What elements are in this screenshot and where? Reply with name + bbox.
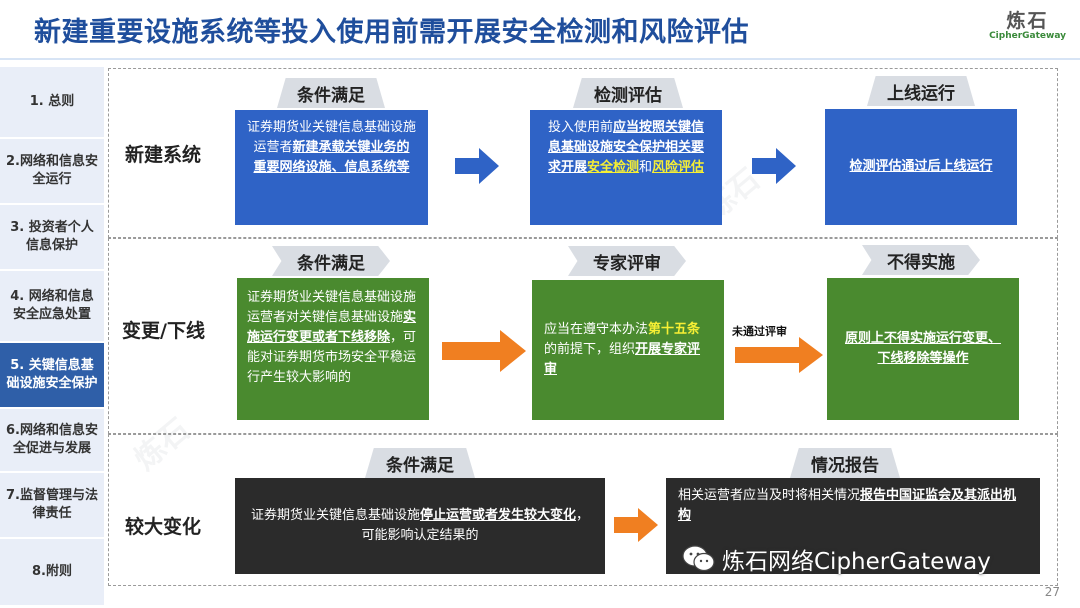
text-highlight: 风险评估 (652, 160, 705, 175)
logo-en: CipherGateway (989, 31, 1066, 41)
text: 的前提下，组织 (544, 342, 636, 357)
sidebar-item-incident-response[interactable]: 4. 网络和信息安全应急处置 (0, 271, 104, 343)
section-change-decommission (108, 238, 1058, 434)
major-change-condition-box: 证券期货业关键信息基础设施停止运营或者发生较大变化，可能影响认定结果的 (235, 478, 605, 574)
arrow-right-icon (614, 508, 658, 542)
text-group: 应当在遵守本办法第十五条的前提下，组织开展专家评审 (544, 320, 712, 380)
text: 和 (639, 160, 653, 175)
new-system-assessment-box: 投入使用前应当按照关键信息基础设施安全保护相关要求开展安全检测和风险评估 (530, 110, 722, 225)
row-label-new-system: 新建系统 (125, 144, 202, 166)
text-emphasis: 应当按照关键信息基础设施安全保护相关要求开展 (547, 120, 705, 175)
text: 相关运营者应当及时将相关情况 (678, 488, 861, 503)
text-emphasis: 检测评估通过后上线运行 (849, 159, 993, 174)
text-highlight: 安全检测 (586, 160, 639, 175)
text-group: 证券期货业关键信息基础设施停止运营或者发生较大变化，可能影响认定结果的 (247, 506, 593, 546)
section-major-change (108, 434, 1058, 586)
wechat-caption: 炼石网络CipherGateway (722, 549, 991, 575)
text: 应当在遵守本办法 (544, 322, 649, 337)
new-system-condition-box: 证券期货业关键信息基础设施运营者新建承载关键业务的重要网络设施、信息系统等 (235, 110, 428, 225)
text: 等 (396, 160, 410, 175)
tag-expert-review: 专家评审 (568, 246, 686, 276)
arrow-right-icon (752, 148, 796, 184)
text-emphasis: 实施运行变更或者下线移除 (247, 310, 417, 345)
tag-not-allowed: 不得实施 (862, 245, 980, 275)
arrow-label-review-failed: 未通过评审 (732, 325, 787, 338)
row-label-major-change: 较大变化 (125, 516, 202, 538)
change-outcome-box: 原则上不得实施运行变更、下线移除等操作 (827, 278, 1019, 420)
tag-conditions-met: 条件满足 (277, 78, 385, 108)
text-emphasis: 报告中国证监会及其派出机构 (678, 488, 1017, 523)
tag-report: 情况报告 (790, 448, 900, 478)
sidebar-item-network-security-operation[interactable]: 2.网络和信息安全运行 (0, 139, 104, 205)
tag-conditions-met: 条件满足 (272, 246, 390, 276)
row-label-change: 变更/下线 (122, 320, 205, 342)
title-divider (0, 58, 1080, 60)
text: 证券期货业关键信息基础设施运营者对关键信息基础设施 (247, 290, 417, 325)
sidebar-item-supervision-liability[interactable]: 7.监督管理与法律责任 (0, 473, 104, 539)
sidebar-item-investor-privacy[interactable]: 3. 投资者个人信息保护 (0, 205, 104, 271)
brand-logo: 炼石 CipherGateway (989, 6, 1066, 41)
wechat-watermark: 炼石网络CipherGateway (682, 542, 991, 576)
text: 证券期货业关键信息基础设施运营者 (247, 120, 417, 155)
text-emphasis: 停止运营或者发生较大变化 (419, 508, 576, 523)
page-number: 27 (1044, 585, 1060, 599)
sidebar-item-promotion-development[interactable]: 6.网络和信息安全促进与发展 (0, 409, 104, 473)
text: ，可能对证券期货市场安全平稳运行产生较大影响的 (247, 330, 417, 385)
text-emphasis: 原则上不得实施运行变更、下线移除等操作 (844, 331, 1001, 366)
text-emphasis: 新建承载关键业务的重要网络设施、信息系统 (253, 140, 410, 175)
text: 投入使用前 (547, 120, 613, 135)
sidebar-item-general[interactable]: 1. 总则 (0, 67, 104, 139)
sidebar-item-appendix[interactable]: 8.附则 (0, 539, 104, 607)
section-new-system (108, 68, 1058, 238)
arrow-right-icon (455, 148, 499, 184)
arrow-right-icon (735, 337, 823, 373)
text-emphasis: 开展专家评审 (544, 342, 701, 377)
logo-cn: 炼石 (1006, 10, 1049, 32)
text-highlight: 第十五条 (648, 322, 701, 337)
change-condition-box: 证券期货业关键信息基础设施运营者对关键信息基础设施实施运行变更或者下线移除，可能… (237, 278, 429, 420)
wechat-icon (682, 545, 715, 572)
major-change-report-box: 相关运营者应当及时将相关情况报告中国证监会及其派出机构 (666, 478, 1040, 574)
tag-go-live: 上线运行 (867, 76, 975, 106)
sidebar-nav: 1. 总则 2.网络和信息安全运行 3. 投资者个人信息保护 4. 网络和信息安… (0, 67, 104, 607)
sidebar-item-critical-infrastructure[interactable]: 5. 关键信息基础设施安全保护 (0, 343, 104, 409)
tag-conditions-met: 条件满足 (365, 448, 475, 478)
change-review-box: 应当在遵守本办法第十五条的前提下，组织开展专家评审 (532, 280, 724, 420)
arrow-right-icon (442, 330, 526, 372)
text: ，可能影响认定结果的 (361, 508, 590, 543)
new-system-go-live-box: 检测评估通过后上线运行 (825, 109, 1017, 225)
page-title: 新建重要设施系统等投入使用前需开展安全检测和风险评估 (34, 17, 749, 48)
tag-test-assess: 检测评估 (573, 78, 683, 108)
text: 证券期货业关键信息基础设施 (250, 508, 420, 523)
